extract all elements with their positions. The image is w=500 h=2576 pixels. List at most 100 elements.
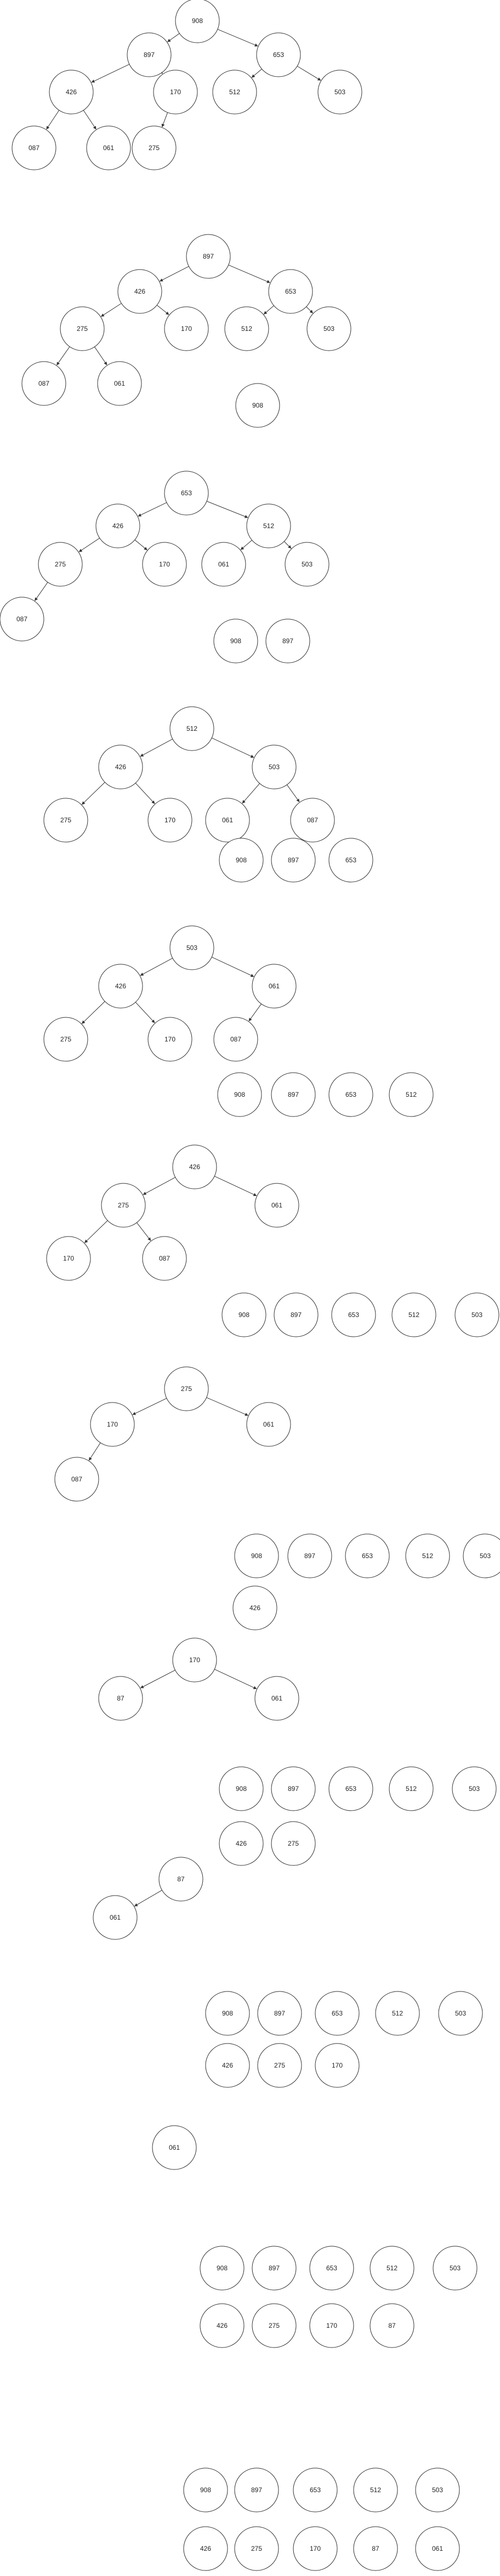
sorted-node-step11-503-label: 503 xyxy=(432,2486,443,2494)
tree-node-step2-170-label: 170 xyxy=(181,325,192,333)
tree-node-step4-503-label: 503 xyxy=(269,763,280,771)
sorted-node-step8-275-label: 275 xyxy=(288,1840,299,1847)
tree-node-step5-087: 087 xyxy=(213,1017,258,1062)
sorted-node-step8-512: 512 xyxy=(389,1766,434,1811)
sorted-node-step7-512-label: 512 xyxy=(422,1552,433,1560)
tree-edge-step5-061-087 xyxy=(248,1004,262,1022)
tree-edge-step2-653-503 xyxy=(306,306,314,313)
sorted-node-step8-653-circle xyxy=(328,1766,373,1811)
sorted-node-step10-87: 87 xyxy=(370,2303,414,2348)
tree-node-step3-061-label: 061 xyxy=(218,560,229,568)
tree-node-step3-653: 653 xyxy=(164,471,209,516)
sorted-node-step8-653: 653 xyxy=(328,1766,373,1811)
tree-node-step7-061-label: 061 xyxy=(263,1421,274,1428)
tree-node-step10-061-label: 061 xyxy=(169,2144,180,2151)
sorted-node-step5-897: 897 xyxy=(271,1072,316,1117)
tree-node-step4-512: 512 xyxy=(169,706,214,751)
sorted-node-step11-908: 908 xyxy=(183,2468,228,2512)
tree-node-step7-275-label: 275 xyxy=(181,1385,192,1393)
tree-node-step1-653: 653 xyxy=(256,32,301,77)
tree-edge-step1-426-087 xyxy=(46,110,60,130)
tree-node-step2-061: 061 xyxy=(97,361,142,406)
tree-node-step4-275: 275 xyxy=(43,798,88,843)
tree-edge-step3-426-170 xyxy=(134,540,147,551)
sorted-node-step11-87: 87 xyxy=(353,2526,398,2571)
sorted-node-step8-426-label: 426 xyxy=(236,1840,247,1847)
sorted-node-step10-503: 503 xyxy=(433,2246,478,2291)
sorted-node-step6-897: 897 xyxy=(274,1292,319,1337)
tree-node-step4-061: 061 xyxy=(205,798,250,843)
sorted-node-step5-512: 512 xyxy=(389,1072,434,1117)
tree-node-step5-061-circle xyxy=(252,964,297,1009)
tree-node-step4-275-label: 275 xyxy=(60,816,71,824)
sorted-node-step3-908: 908 xyxy=(213,619,258,663)
sorted-node-step2-908-label: 908 xyxy=(252,402,263,409)
tree-node-step2-503-circle xyxy=(306,306,351,351)
tree-edge-step5-426-170 xyxy=(135,1001,155,1023)
tree-node-step6-275-label: 275 xyxy=(118,1201,129,1209)
tree-node-step5-503: 503 xyxy=(169,925,214,970)
tree-node-step1-503-label: 503 xyxy=(334,88,345,96)
tree-node-step2-087: 087 xyxy=(21,361,66,406)
sorted-node-step9-653-circle xyxy=(315,1991,360,2036)
sorted-node-step6-512: 512 xyxy=(391,1292,436,1337)
tree-node-step1-426-label: 426 xyxy=(66,88,77,96)
sorted-node-step3-897-circle xyxy=(265,619,310,663)
tree-node-step8-061-label: 061 xyxy=(271,1695,282,1702)
tree-edge-step3-512-061 xyxy=(240,540,252,550)
tree-node-step1-897-circle xyxy=(127,32,172,77)
sorted-node-step8-426-circle xyxy=(219,1821,264,1866)
tree-node-step9-061: 061 xyxy=(93,1895,138,1940)
tree-edge-step5-426-275 xyxy=(81,1001,105,1024)
tree-node-step3-426-circle xyxy=(95,503,140,548)
sorted-node-step4-908: 908 xyxy=(219,838,264,883)
sorted-node-step11-503: 503 xyxy=(415,2468,460,2512)
sorted-node-step10-897-circle xyxy=(252,2246,297,2291)
tree-node-step1-061-circle xyxy=(86,125,131,170)
tree-edge-step5-503-061 xyxy=(212,957,254,977)
sorted-node-step11-426-circle xyxy=(183,2526,228,2571)
tree-node-step2-512: 512 xyxy=(224,306,269,351)
tree-node-step1-170-label: 170 xyxy=(170,88,181,96)
sorted-node-step7-503-label: 503 xyxy=(480,1552,491,1560)
tree-node-step3-061-circle xyxy=(201,542,246,587)
tree-node-step6-061-circle xyxy=(254,1183,299,1228)
tree-edge-step2-653-512 xyxy=(263,305,274,314)
tree-node-step7-061: 061 xyxy=(246,1402,291,1447)
tree-node-step5-087-circle xyxy=(213,1017,258,1062)
sorted-node-step11-061-label: 061 xyxy=(432,2545,443,2552)
tree-node-step1-087-label: 087 xyxy=(29,144,39,152)
tree-node-step4-170-label: 170 xyxy=(164,816,175,824)
sorted-node-step5-512-label: 512 xyxy=(406,1091,417,1098)
tree-edge-step1-908-897 xyxy=(167,33,180,42)
sorted-node-step10-170: 170 xyxy=(309,2303,354,2348)
tree-node-step6-087-circle xyxy=(142,1236,187,1281)
tree-node-step5-170: 170 xyxy=(147,1017,192,1062)
tree-node-step1-503: 503 xyxy=(317,70,362,115)
tree-node-step1-512-label: 512 xyxy=(229,88,240,96)
tree-edge-step7-170-087 xyxy=(88,1442,101,1461)
sorted-node-step11-503-circle xyxy=(415,2468,460,2512)
sorted-node-step7-426: 426 xyxy=(232,1585,277,1630)
sorted-node-step11-908-circle xyxy=(183,2468,228,2512)
tree-node-step2-426: 426 xyxy=(117,269,162,314)
tree-edge-step4-512-426 xyxy=(140,739,173,757)
sorted-node-step6-897-label: 897 xyxy=(291,1311,302,1319)
sorted-node-step11-426: 426 xyxy=(183,2526,228,2571)
sorted-node-step7-653-label: 653 xyxy=(362,1552,373,1560)
sorted-node-step7-908-label: 908 xyxy=(251,1552,262,1560)
sorted-node-step5-897-circle xyxy=(271,1072,316,1117)
sorted-node-step10-275: 275 xyxy=(252,2303,297,2348)
sorted-node-step6-503-circle xyxy=(454,1292,499,1337)
tree-node-step7-275-circle xyxy=(164,1366,209,1411)
sorted-node-step11-653-circle xyxy=(293,2468,338,2512)
tree-node-step3-275-circle xyxy=(38,542,83,587)
tree-node-step6-061: 061 xyxy=(254,1183,299,1228)
tree-edge-step2-426-275 xyxy=(100,303,122,317)
tree-node-step3-170: 170 xyxy=(142,542,187,587)
sorted-node-step11-87-label: 87 xyxy=(372,2545,379,2552)
sorted-node-step9-653: 653 xyxy=(315,1991,360,2036)
tree-node-step6-275: 275 xyxy=(101,1183,146,1228)
tree-edge-step1-897-426 xyxy=(91,64,130,83)
tree-node-step6-426: 426 xyxy=(172,1144,217,1189)
